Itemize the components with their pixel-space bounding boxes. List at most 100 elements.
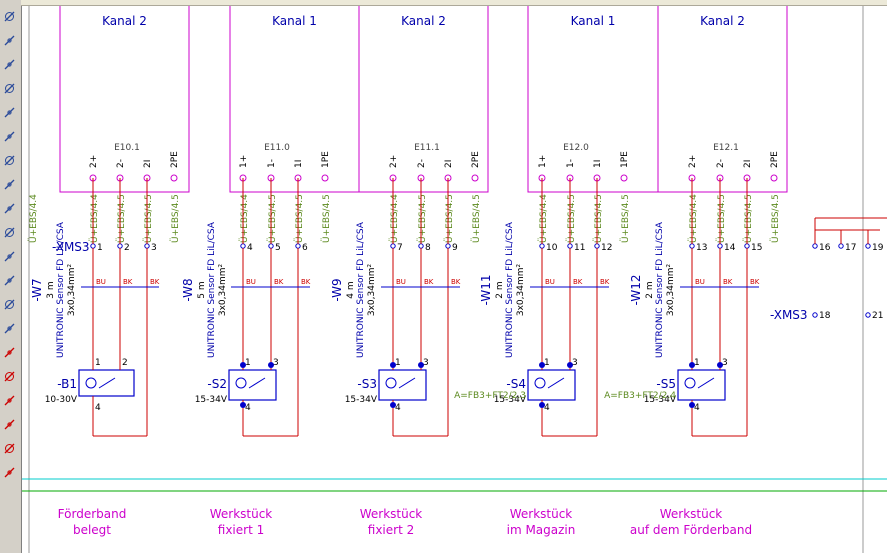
io-pin-label: 1+ [239, 155, 249, 168]
core-color-label: BK [600, 278, 610, 286]
pin-address-label: Ü+EBS/4.4 [389, 194, 400, 243]
curve-tool-icon[interactable] [3, 226, 16, 239]
terminal-number: 2 [124, 243, 130, 253]
wire-tool-icon[interactable] [3, 346, 16, 359]
sensor-pin-number: 4 [544, 403, 550, 413]
terminal-point [812, 243, 818, 249]
polygon-tool-icon[interactable] [3, 106, 16, 119]
polyline-tool-icon[interactable] [3, 58, 16, 71]
terminal-number: 11 [574, 243, 585, 253]
image-tool-icon[interactable] [3, 274, 16, 287]
pin-address-label: Ü+EBS/4.5 [566, 194, 577, 243]
cable-type: UNITRONIC Sensor FD LiL/CSA [505, 221, 515, 358]
pin-address-label: Ü+EBS/4.4 [89, 194, 100, 243]
cable-cross-section: 3x0,34mm² [218, 263, 228, 316]
terminal-number: 14 [724, 243, 736, 253]
function-caption: fixiert 1 [218, 523, 264, 537]
terminal-point [594, 243, 600, 249]
sensor-pin-number: 3 [722, 358, 728, 368]
switch-contact [398, 377, 416, 389]
terminal-point [418, 243, 424, 249]
cable-length: 4 m [346, 281, 356, 298]
pin-address-label: Ü+EBS/4.5 [770, 194, 781, 243]
sensor-pin-number: 3 [423, 358, 429, 368]
terminal-point [812, 312, 818, 318]
io-pin-label: 1I [294, 160, 304, 168]
io-pin-circle [620, 174, 628, 182]
io-pin-label: 2I [143, 160, 153, 168]
terminal-point [689, 243, 695, 249]
terminal-point [144, 243, 150, 249]
io-address-label: E12.0 [563, 143, 589, 153]
terminal-number: 9 [452, 243, 458, 253]
core-color-label: BU [545, 278, 555, 286]
module-channel-label: Kanal 2 [102, 14, 147, 28]
link-tool-icon[interactable] [3, 250, 16, 263]
text-tool-icon[interactable] [3, 202, 16, 215]
connect-tool-icon[interactable] [3, 322, 16, 335]
switch-contact [248, 377, 266, 389]
terminal-point [390, 243, 396, 249]
pin-address-label: Ü+EBS/4.5 [417, 194, 428, 243]
terminal-number: 12 [601, 243, 612, 253]
connector-pin [240, 362, 246, 368]
sensor-pin-number: 3 [572, 358, 578, 368]
cable-cross-section: 3x0,34mm² [67, 263, 77, 316]
delete-tool-icon[interactable] [3, 442, 16, 455]
pin-address-label: Ü+EBS/4.5 [170, 194, 181, 243]
terminal-point [567, 243, 573, 249]
core-color-label: BK [750, 278, 760, 286]
io-pin-circle [321, 174, 329, 182]
io-pin-label: 1- [267, 159, 277, 168]
terminal-point [295, 243, 301, 249]
terminal-strip-name: -XMS3 [52, 240, 90, 254]
function-caption: belegt [73, 523, 111, 537]
connector-pin [390, 402, 396, 408]
sensor-reference: A=FB3+FT2/2.3 [454, 391, 526, 401]
sensor-symbol [534, 377, 546, 389]
io-pin-label: 2+ [389, 155, 399, 168]
cable-cross-section: 3x0,34mm² [516, 263, 526, 316]
sensor-voltage: 15-34V [195, 395, 228, 405]
line-tool-icon[interactable] [3, 10, 16, 23]
rectangle-tool-icon[interactable] [3, 82, 16, 95]
zoom-tool-icon[interactable] [3, 466, 16, 479]
core-color-label: BK [123, 278, 133, 286]
cable-cross-section: 3x0,34mm² [367, 263, 377, 316]
circle-tool-icon[interactable] [3, 130, 16, 143]
cable-name: -W11 [479, 275, 493, 306]
module-channel-label: Kanal 2 [700, 14, 745, 28]
sensor-symbol [235, 377, 247, 389]
io-pin-label: 2+ [688, 155, 698, 168]
io-pin-label: 1PE [620, 151, 630, 168]
sensor-pin-number: 4 [694, 403, 700, 413]
cable-name: -W8 [181, 278, 195, 301]
terminal-tool-icon[interactable] [3, 418, 16, 431]
core-color-label: BK [573, 278, 583, 286]
sensor-symbol [385, 377, 397, 389]
io-pin-label: 1+ [538, 155, 548, 168]
pin-address-label: Ü+EBS/4.4 [688, 194, 699, 243]
function-caption: fixiert 2 [368, 523, 414, 537]
terminal-number: 4 [247, 243, 253, 253]
ellipse-tool-icon[interactable] [3, 178, 16, 191]
pin-address-label: Ü+EBS/4.5 [294, 194, 305, 243]
pin-address-label: Ü+EBS/4.4 [28, 194, 39, 243]
cable-type: UNITRONIC Sensor FD LiL/CSA [56, 221, 66, 358]
io-pin-label: 2PE [770, 151, 780, 168]
function-caption: im Magazin [507, 523, 576, 537]
sensor-pin-number: 1 [694, 358, 700, 368]
bus-tool-icon[interactable] [3, 370, 16, 383]
terminal-number: 3 [151, 243, 157, 253]
terminal-point [539, 243, 545, 249]
io-pin-label: 2I [444, 160, 454, 168]
junction-tool-icon[interactable] [3, 394, 16, 407]
connector-pin [390, 362, 396, 368]
io-pin-label: 2I [743, 160, 753, 168]
move-tool-icon[interactable] [3, 34, 16, 47]
terminal-point [240, 243, 246, 249]
io-address-label: E11.1 [414, 143, 440, 153]
arc-tool-icon[interactable] [3, 154, 16, 167]
symbol-tool-icon[interactable] [3, 298, 16, 311]
